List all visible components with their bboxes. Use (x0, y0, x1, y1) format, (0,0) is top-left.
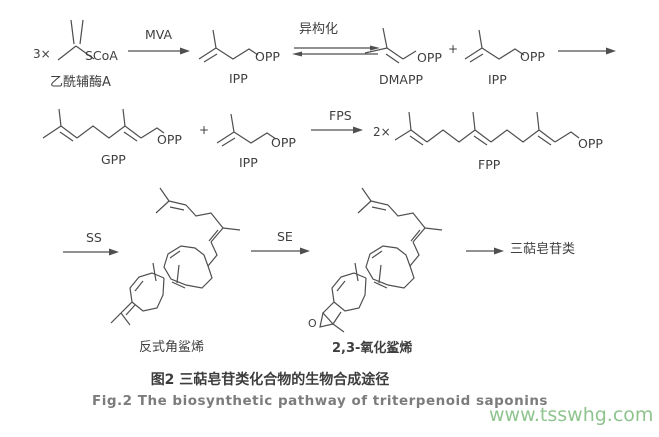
arrow-right-icon (466, 247, 504, 255)
arrow-right-icon (128, 47, 190, 55)
caption-chinese: 图2 三萜皂苷类化合物的生物合成途径 (150, 372, 390, 388)
arrow-right-icon (63, 248, 119, 256)
opp-label-ipp1: OPP (255, 49, 280, 64)
plus-sign-1: + (448, 42, 459, 56)
arrow-right-icon (251, 247, 310, 255)
fpp-structure (394, 111, 580, 146)
squalene-label: 反式角鲨烯 (139, 340, 205, 355)
ipp-label-1: IPP (229, 71, 248, 86)
mva-label: MVA (145, 27, 173, 42)
ss-label: SS (86, 230, 102, 245)
ipp-label-3: IPP (239, 155, 258, 170)
arrow-right-icon (558, 47, 616, 55)
opp-label-fpp: OPP (578, 136, 603, 151)
product-label: 三萜皂苷类 (510, 242, 576, 257)
gpp-structure (42, 108, 165, 142)
epoxide-oxygen-label: O (308, 317, 317, 330)
fps-label: FPS (329, 108, 352, 123)
plus-sign-2: + (199, 123, 210, 137)
opp-label-dmapp: OPP (417, 50, 442, 65)
fpp-label: FPP (478, 157, 501, 172)
isomerization-label: 异构化 (299, 22, 339, 37)
dmapp-label: DMAPP (379, 72, 424, 87)
squalene-structure (110, 187, 241, 326)
coefficient-3x: 3× (33, 47, 51, 61)
scoa-label: SCoA (85, 48, 118, 63)
caption-english: Fig.2 The biosynthetic pathway of triter… (92, 393, 548, 409)
gpp-label: GPP (101, 152, 126, 167)
acetyl-coa-label: 乙酰辅酶A (50, 75, 111, 90)
coefficient-2x: 2× (373, 125, 391, 139)
oxidosqualene-structure (319, 187, 443, 333)
opp-label-gpp: OPP (157, 132, 182, 147)
equilibrium-arrows-icon (292, 45, 380, 57)
oxidosqualene-label: 2,3-氧化鲨烯 (332, 341, 413, 356)
ipp-label-2: IPP (488, 72, 507, 87)
arrow-right-icon (311, 126, 363, 134)
opp-label-ipp2: OPP (520, 49, 545, 64)
opp-label-ipp3: OPP (271, 135, 296, 150)
se-label: SE (277, 229, 293, 244)
acetyl-coa-structure (57, 19, 95, 61)
dmapp-structure (364, 27, 417, 64)
watermark-text: www.tsswhg.com (489, 404, 654, 426)
